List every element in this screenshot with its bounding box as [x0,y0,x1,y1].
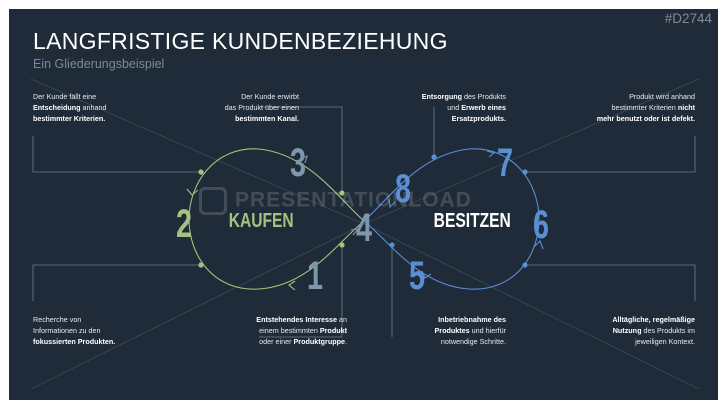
slide-title: LANGFRISTIGE KUNDENBEZIEHUNG [33,28,448,54]
watermark: PRESENTATIONLOAD [199,187,519,217]
step-number-2: 2 [175,202,193,246]
step-number-5: 5 [408,254,426,298]
step-number-7: 7 [496,141,514,185]
text-top-center-right: Entsorgung des Produkts und Erwerb eines… [421,92,506,123]
step-number-1: 1 [306,254,324,298]
step-number-6: 6 [532,203,550,247]
text-bottom-center-left: Entstehendes Interesse an einem bestimmt… [256,315,347,346]
step-number-3: 3 [289,141,307,185]
diagram-lines [30,78,700,390]
loop-label-kaufen: KAUFEN [228,210,294,232]
step-number-8: 8 [394,167,412,211]
loop-label-besitzen: BESITZEN [433,210,511,232]
text-top-left: Der Kunde fällt eine Entscheidung anhand… [33,92,107,123]
text-bottom-center-right: Inbetriebnahme des Produktes und hierfür… [434,315,506,346]
text-top-right: Produkt wird anhand bestimmter Kriterien… [596,92,695,123]
text-bottom-right: Alltägliche, regelmäßige Nutzung des Pro… [612,315,695,346]
slide-subtitle: Ein Gliederungsbeispiel [33,57,165,71]
text-top-center-left: Der Kunde erwirbt das Produkt über einen… [224,92,299,123]
slide: PRESENTATIONLOAD LANGFRISTIGE KUNDENBEZI… [9,9,718,400]
text-bottom-left: Recherche von Informationen zu den fokus… [33,315,116,346]
watermark-logo-icon [199,187,227,215]
step-number-4: 4 [355,206,373,250]
slide-code: #D2744 [664,11,712,26]
